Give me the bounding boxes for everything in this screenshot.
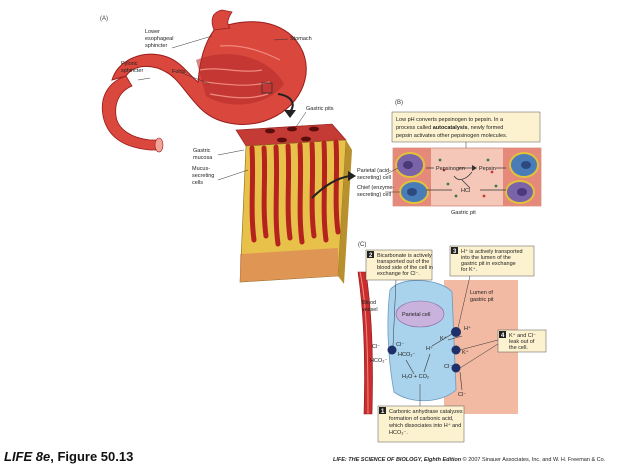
callout-step-1 bbox=[377, 405, 465, 443]
step3-line-4: for K⁺. bbox=[461, 266, 478, 273]
callout-step-4 bbox=[497, 329, 547, 353]
panel-a-label: (A) bbox=[100, 16, 108, 22]
step-2-number: 2 bbox=[369, 253, 373, 259]
ion-cl-left: Cl⁻ bbox=[396, 342, 404, 348]
svg-text:Lower esophageal sphin: Lower esophageal sphincter bbox=[145, 29, 175, 49]
callout-step-2 bbox=[365, 249, 433, 281]
step-1-number: 1 bbox=[381, 409, 385, 415]
svg-text:Parietal (acid- secreting): Parietal (acid- secreting) cell bbox=[357, 168, 392, 181]
ion-cl-right: Cl⁻ bbox=[444, 364, 452, 370]
step3-line-2: into the lumen of the bbox=[461, 255, 511, 261]
callout-line-2b: , newly formed bbox=[468, 125, 504, 131]
label-parietal-1: Parietal (acid- bbox=[357, 168, 391, 174]
step2-line-1: Bicarbonate is actively bbox=[377, 253, 432, 259]
ion-equation: H₂O + CO₂ bbox=[402, 374, 429, 380]
label-pepsin: Pepsin bbox=[479, 166, 496, 172]
label-pyloric-2: sphincter bbox=[121, 68, 143, 74]
step4-line-2: leak out of bbox=[509, 339, 535, 345]
ion-h-center: H⁺ bbox=[426, 345, 433, 352]
step1-line-2: formation of carbonic acid, bbox=[389, 416, 454, 422]
ion-k-out: K⁺ bbox=[462, 349, 469, 356]
label-blood-vessel-1: Blood bbox=[362, 300, 376, 306]
step2-line-3: blood side of the cell in bbox=[377, 265, 433, 271]
copyright-line: LIFE: THE SCIENCE OF BIOLOGY, Eighth Edi… bbox=[333, 457, 605, 463]
callout-line-3: pepsin activates other pepsinogen molecu… bbox=[396, 133, 508, 139]
svg-text:Pyloric sphincter: Pyloric sphincter bbox=[121, 61, 143, 74]
label-parietal-cell: Parietal cell bbox=[402, 312, 430, 318]
label-lower-esophageal-1: Lower bbox=[145, 29, 160, 35]
nucleus bbox=[395, 300, 445, 328]
label-stomach: Stomach bbox=[290, 36, 312, 42]
label-mucus-3: cells bbox=[192, 180, 203, 186]
svg-text:Mucus- secreting cells: Mucus- secreting cells bbox=[192, 166, 216, 186]
step4-line-3: the cell. bbox=[509, 345, 528, 351]
copyright-book-title: LIFE: THE SCIENCE OF BIOLOGY, Eighth Edi… bbox=[333, 457, 462, 463]
step-4-number: 4 bbox=[501, 333, 505, 339]
svg-text:Carbonic anhydrase catalyzes: Carbonic anhydrase catalyzes formation o… bbox=[388, 409, 464, 436]
svg-text:Chief (enzyme- secreting): Chief (enzyme- secreting) cell bbox=[357, 185, 396, 198]
label-lower-esophageal-3: sphincter bbox=[145, 43, 167, 49]
ion-hco3-left: HCO₃⁻ bbox=[398, 352, 415, 358]
label-lumen-1: Lumen of bbox=[470, 290, 493, 296]
svg-text:Bicarbonate is actively tr: Bicarbonate is actively transported out … bbox=[377, 253, 435, 277]
label-gastric-mucosa-1: Gastric bbox=[193, 148, 211, 154]
svg-text:H⁺ is actively transported: H⁺ is actively transported into the lume… bbox=[461, 248, 524, 273]
label-mucus-2: secreting bbox=[192, 173, 214, 179]
step-3-number: 3 bbox=[453, 249, 457, 255]
autocatalysis-callout bbox=[391, 111, 541, 143]
step3-line-1: H⁺ is actively transported bbox=[461, 248, 523, 255]
label-chief-1: Chief (enzyme- bbox=[357, 185, 394, 191]
panel-b-label: (B) bbox=[395, 100, 403, 106]
svg-text:Lumen of gastric pit: Lumen of gastric pit bbox=[470, 290, 494, 303]
callout-line-2: process called bbox=[396, 125, 433, 131]
step2-line-4: exchange for Cl⁻. bbox=[377, 271, 420, 277]
label-parietal-2: secreting) cell bbox=[357, 175, 391, 181]
panel-c-label: (C) bbox=[358, 242, 366, 248]
copyright-credit: © 2007 Sinauer Associates, Inc. and W. H… bbox=[461, 457, 606, 463]
label-pepsinogen: Pepsinogen bbox=[436, 166, 465, 172]
ion-cl-out: Cl⁻ bbox=[458, 392, 466, 398]
step1-line-3: which dissociates into H⁺ and bbox=[388, 422, 461, 429]
step4-line-1: K⁺ and Cl⁻ bbox=[509, 332, 536, 339]
step3-line-3: gastric pit in exchange bbox=[461, 261, 516, 267]
label-pyloric-1: Pyloric bbox=[121, 61, 138, 67]
svg-text:Gastric mucosa: Gastric mucosa bbox=[193, 148, 213, 161]
callout-line-1: Low pH converts pepsinogen to pepsin. In… bbox=[396, 117, 504, 123]
figure-label: LIFE 8e, Figure 50.13 bbox=[4, 449, 133, 464]
gastric-pit-illustration bbox=[392, 147, 542, 207]
figure-number: , Figure 50.13 bbox=[50, 449, 134, 464]
label-mucus-1: Mucus- bbox=[192, 166, 210, 172]
svg-text:Blood vessel: Blood vessel bbox=[362, 300, 378, 313]
label-gastric-pits: Gastric pits bbox=[306, 106, 334, 112]
label-lumen-2: gastric pit bbox=[470, 297, 494, 303]
step2-line-2: transported out of the bbox=[377, 259, 429, 265]
step1-line-4: HCO₃⁻. bbox=[389, 430, 408, 436]
ion-cl-blood: Cl⁻ bbox=[372, 344, 380, 350]
label-chief-2: secreting) cell bbox=[357, 192, 391, 198]
blood-vessel bbox=[357, 271, 373, 415]
svg-text:Low pH converts pepsinogen to: Low pH converts pepsinogen to pepsin. In… bbox=[396, 117, 508, 139]
label-lower-esophageal-2: esophageal bbox=[145, 36, 173, 42]
stomach-illustration bbox=[101, 9, 307, 153]
label-hcl: HCl bbox=[461, 188, 470, 194]
callout-bold: autocatalysis bbox=[433, 125, 468, 131]
ion-h-out: H⁺ bbox=[464, 325, 471, 332]
callout-step-3 bbox=[449, 245, 535, 277]
ion-k-in: K⁺ bbox=[440, 335, 447, 342]
ion-hco3-out: HCO₃⁻ bbox=[370, 358, 387, 364]
label-gastric-pit: Gastric pit bbox=[451, 210, 476, 216]
gastric-mucosa-block bbox=[235, 123, 352, 284]
step1-line-1: Carbonic anhydrase catalyzes bbox=[389, 409, 463, 415]
label-gastric-mucosa-2: mucosa bbox=[193, 155, 213, 161]
label-folds: Folds bbox=[172, 69, 186, 75]
figure-book-title: LIFE 8e bbox=[4, 449, 51, 464]
svg-text:K⁺ and Cl⁻ leak out of: K⁺ and Cl⁻ leak out of the cell. bbox=[509, 332, 537, 351]
label-blood-vessel-2: vessel bbox=[362, 307, 378, 313]
